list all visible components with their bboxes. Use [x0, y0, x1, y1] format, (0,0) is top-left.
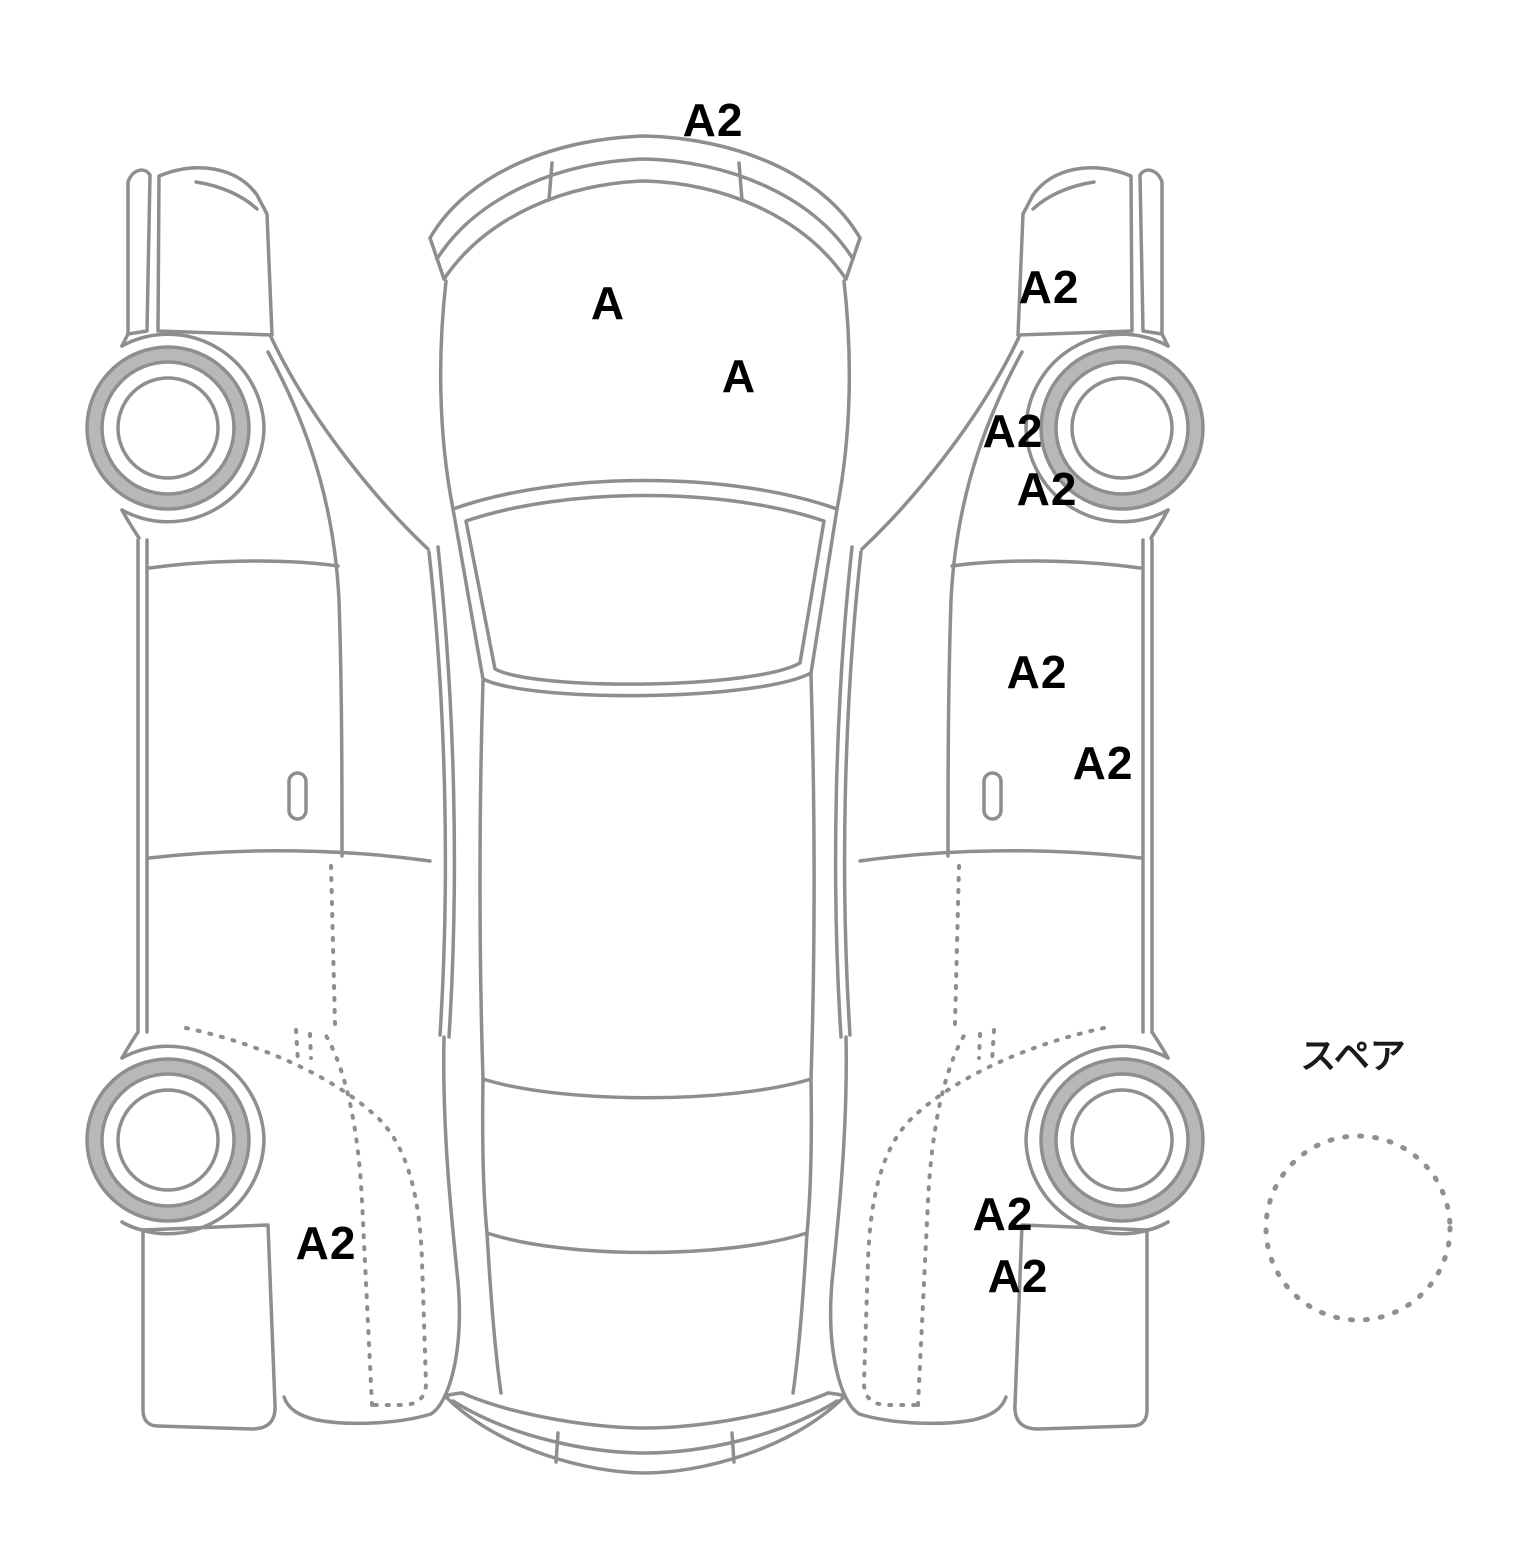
windshield — [451, 478, 839, 698]
hood-side-left — [438, 279, 455, 511]
rear-window-line — [481, 1077, 813, 1100]
spare-tire-label: スペア — [1300, 1035, 1406, 1076]
roof-side-right — [809, 673, 816, 1081]
top-view — [428, 134, 862, 1475]
trunk-line — [485, 1231, 809, 1255]
roof-side-left — [478, 679, 485, 1081]
front-bumper — [428, 134, 862, 240]
spare-tire — [1263, 1133, 1453, 1323]
left-side-view — [87, 168, 459, 1429]
right-side-view — [831, 168, 1203, 1429]
rear-bumper — [460, 1391, 830, 1430]
hood-side-right — [835, 279, 852, 511]
spare-tire-circle — [1263, 1133, 1453, 1323]
